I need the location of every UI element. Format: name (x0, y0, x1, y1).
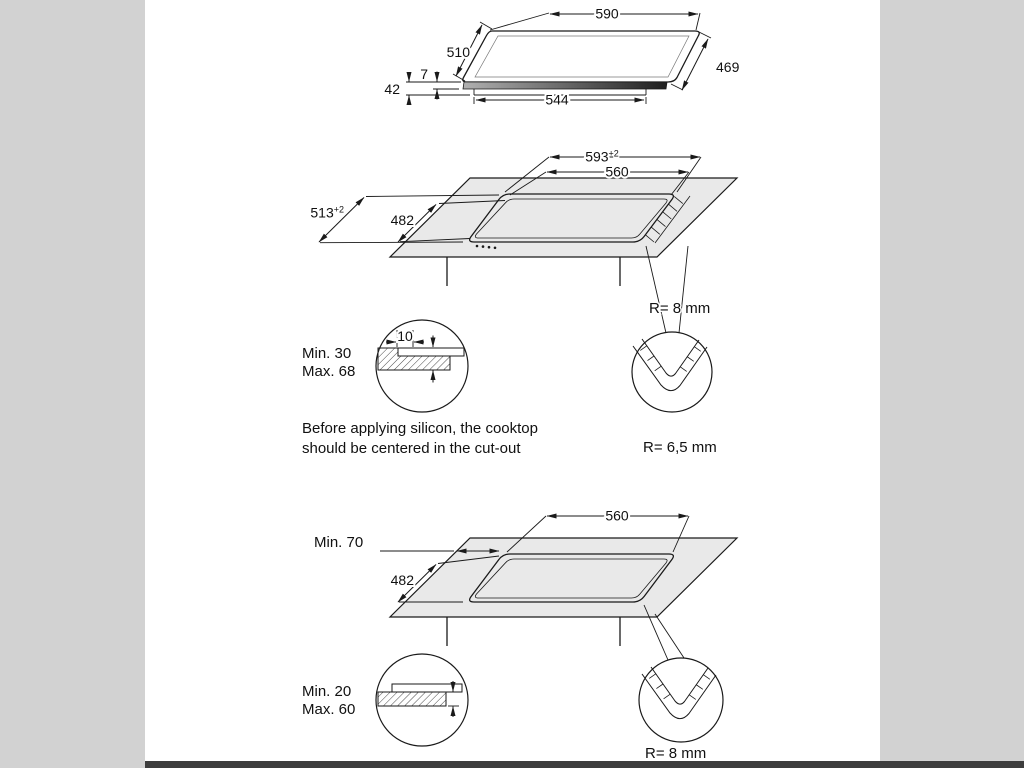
label-thickness-min: Min. 30 (302, 345, 351, 362)
dimension-lines (397, 513, 689, 603)
bottom-bar (145, 761, 1024, 768)
detail-circle (631, 331, 713, 413)
dimension-lines (318, 154, 701, 243)
detail-leaders (643, 604, 687, 662)
label-height: 42 (384, 81, 400, 97)
surface-mount-cutout-view: 560 Min. 70 482 Min. 20 Max. 60 (301, 506, 739, 764)
corner-hatching (640, 345, 702, 372)
detail-circle (638, 657, 724, 743)
label-thickness-min: Min. 20 (302, 683, 351, 700)
sliver-hatching (645, 196, 684, 243)
label-cutout-depth: 482 (391, 572, 415, 588)
note-line-1: Before applying silicon, the cooktop (302, 420, 538, 437)
label-cutout-depth: 482 (391, 212, 415, 228)
worktop-legs (446, 617, 621, 646)
label-glass-thickness: 7 (420, 66, 428, 82)
label-base-width: 544 (545, 92, 569, 108)
outside-arrow-dims (406, 71, 440, 105)
glass-section (391, 683, 463, 693)
sliver-edge (654, 195, 691, 244)
dimension-lines (455, 11, 709, 103)
label-overlap-width: 10 (397, 328, 413, 344)
overlap-section-detail: 10 Min. 30 Max. 68 (301, 319, 469, 413)
label-cutout-width: 560 (605, 164, 629, 180)
detail-arrows (386, 335, 436, 383)
worktop-section (377, 691, 447, 707)
corner-outer-line (632, 345, 708, 392)
label-thickness-max: Max. 68 (302, 363, 355, 380)
label-rebate-depth: 513+2 (310, 205, 344, 221)
cutout-opening (468, 193, 675, 243)
cooktop-glass-frame (474, 35, 690, 78)
label-base-depth: 469 (716, 59, 740, 75)
corner-inner-line (650, 666, 709, 705)
label-corner-radius: R= 8 mm (645, 745, 706, 762)
cooktop-front-edge (462, 81, 668, 90)
detail-leaders (645, 245, 689, 334)
worktop-legs (446, 257, 621, 286)
cutout-inner-edge (474, 198, 668, 239)
page-background (145, 0, 880, 768)
extension-lines (406, 12, 712, 104)
cooktop-dimensions-view: 590 510 469 7 42 544 (382, 4, 741, 110)
section-detail-surface: Min. 20 Max. 60 (301, 653, 469, 747)
label-side-clearance: Min. 70 (314, 534, 363, 551)
label-top-width: 590 (595, 6, 619, 22)
corner-radius-detail-flush: R= 8 mm R= 6,5 mm (631, 299, 718, 458)
flush-mount-cutout-view: 593+2 560 513+2 482 R= 8 mm R= 6,5 mm (308, 147, 739, 458)
cutout-inner-edge (474, 558, 668, 599)
note-line-2: should be centered in the cut-out (302, 440, 521, 457)
corner-radius-detail-surface: R= 8 mm (638, 657, 724, 764)
corner-inner-line (641, 338, 700, 377)
label-corner-radius: R= 8 mm (649, 300, 710, 317)
label-thickness-max: Max. 60 (302, 701, 355, 718)
silicon-note: Before applying silicon, the cooktop sho… (302, 420, 538, 457)
glass-section (397, 347, 465, 357)
control-dots (475, 244, 497, 250)
label-cutout-width: 560 (605, 508, 629, 524)
corner-hatching (648, 673, 711, 700)
label-rebate-width: 593+2 (585, 149, 619, 165)
label-glass-corner-radius: R= 6,5 mm (643, 439, 717, 456)
label-depth: 510 (447, 44, 471, 60)
cooktop-glass-top (462, 30, 700, 83)
overlap-ticks (396, 330, 414, 347)
extension-lines (319, 156, 702, 244)
corner-outer-line (641, 673, 717, 720)
cooktop-base (473, 89, 647, 96)
cutout-opening (468, 553, 675, 603)
